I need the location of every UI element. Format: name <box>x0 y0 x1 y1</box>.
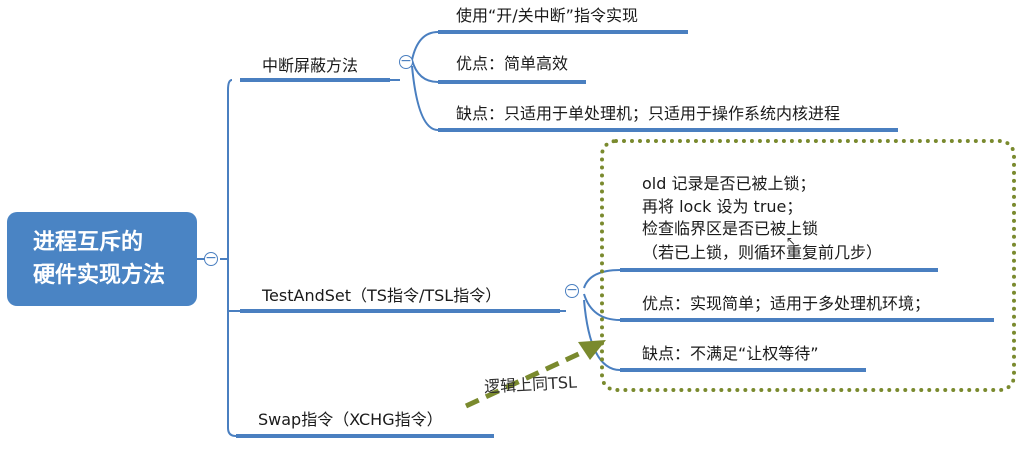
interrupt-child-pros[interactable]: 优点：简单高效 <box>456 54 569 73</box>
tsl-note-line: old 记录是否已被上锁； <box>642 174 816 193</box>
root-title-line1: 进程互斥的 <box>33 230 144 255</box>
root-title-line2: 硬件实现方法 <box>33 263 166 288</box>
collapse-toggle-icon[interactable]: − <box>204 250 218 266</box>
collapse-toggle-icon[interactable]: − <box>565 282 579 298</box>
branch-swap[interactable]: Swap指令（XCHG指令） <box>258 410 443 429</box>
branch-interrupt-masking[interactable]: 中断屏蔽方法 <box>262 56 359 75</box>
tsl-note-line: 再将 lock 设为 true； <box>642 197 803 216</box>
interrupt-child-impl[interactable]: 使用“开/关中断”指令实现 <box>456 6 638 25</box>
tsl-note-line: （若已上锁，则循环重复前几步） <box>642 243 883 262</box>
swap-to-tsl-arrow-label: 逻辑上同TSL <box>483 372 578 397</box>
branch-testandset[interactable]: TestAndSet（TS指令/TSL指令） <box>262 286 502 305</box>
interrupt-child-cons[interactable]: 缺点：只适用于单处理机；只适用于操作系统内核进程 <box>456 104 841 123</box>
collapse-toggle-icon[interactable]: − <box>399 53 413 69</box>
tsl-note-line: 检查临界区是否已被上锁 <box>642 219 819 238</box>
root-node[interactable]: 进程互斥的 硬件实现方法 <box>7 212 197 306</box>
tsl-child-cons[interactable]: 缺点：不满足“让权等待” <box>642 344 819 363</box>
mouse-cursor-icon: ↖ <box>786 234 797 248</box>
tsl-note-box <box>600 139 1016 392</box>
tsl-child-pros[interactable]: 优点：实现简单；适用于多处理机环境； <box>642 294 931 313</box>
